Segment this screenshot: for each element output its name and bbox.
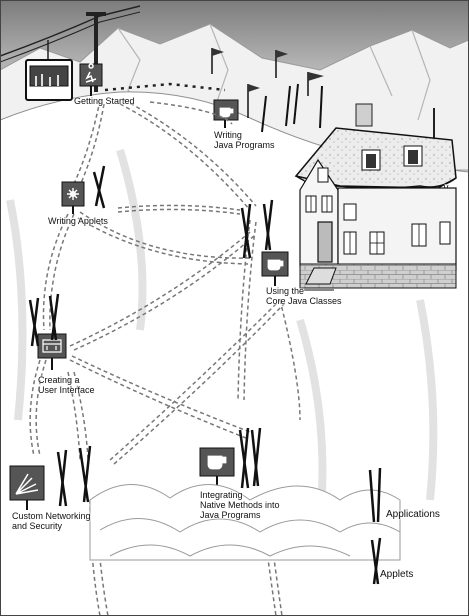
chimney: [355, 103, 373, 127]
summit-flags: [211, 48, 324, 118]
legend-application-skis: [368, 467, 382, 523]
legend-applets-label: Applets: [380, 569, 414, 580]
lift-tower: [94, 14, 98, 92]
networking-security-link[interactable]: [8, 464, 46, 502]
start-trail: [104, 82, 226, 92]
application-crossed-skis-1: [240, 199, 274, 259]
coffee-cup-icon-2: [267, 259, 284, 271]
summit-gate-poles: [261, 83, 323, 133]
native-methods-link[interactable]: [198, 446, 236, 478]
lodge-door: [317, 221, 333, 263]
writing-java-programs-link[interactable]: [212, 98, 242, 124]
mogul-field: [89, 484, 401, 561]
slope-shadows: [6, 148, 438, 521]
network-fan-icon: [15, 473, 39, 495]
window-mullions: [310, 196, 420, 254]
skier-icon: [85, 63, 97, 83]
application-crossed-skis-2: [238, 427, 262, 489]
gondola-riders: [35, 74, 59, 86]
writing-applets-link[interactable]: [60, 180, 88, 210]
getting-started-link[interactable]: [78, 62, 106, 92]
ski-lodge: [294, 127, 457, 291]
core-java-classes-link[interactable]: [260, 250, 290, 280]
lift-tower-arm: [86, 12, 106, 16]
native-methods-label[interactable]: Integrating Native Methods into Java Pro…: [200, 490, 280, 520]
networking-security-label[interactable]: Custom Networking and Security: [12, 511, 91, 531]
lodge-steps: [304, 267, 337, 291]
core-java-classes-label[interactable]: Using the Core Java Classes: [266, 286, 342, 306]
getting-started-label[interactable]: Getting Started: [74, 96, 135, 106]
distant-mountain-shading: [117, 23, 431, 121]
coffee-cup-icon: [219, 107, 234, 118]
ui-window-icon: [42, 339, 62, 353]
user-interface-link[interactable]: [36, 332, 68, 360]
lodge-side-wall: [337, 187, 457, 271]
legend-applications-label: Applications: [386, 509, 440, 520]
applet-crossed-skis-2: [28, 293, 60, 347]
user-interface-label[interactable]: Creating a User Interface: [38, 375, 95, 395]
writing-java-programs-label[interactable]: Writing Java Programs: [214, 130, 275, 150]
writing-applets-label[interactable]: Writing Applets: [48, 216, 108, 226]
ski-trails: [29, 99, 301, 616]
legend-applet-ski: [370, 537, 382, 585]
applet-crossed-skis-1: [92, 165, 106, 209]
application-crossed-skis-3: [56, 445, 92, 507]
coffee-cup-icon-3: [207, 455, 227, 470]
